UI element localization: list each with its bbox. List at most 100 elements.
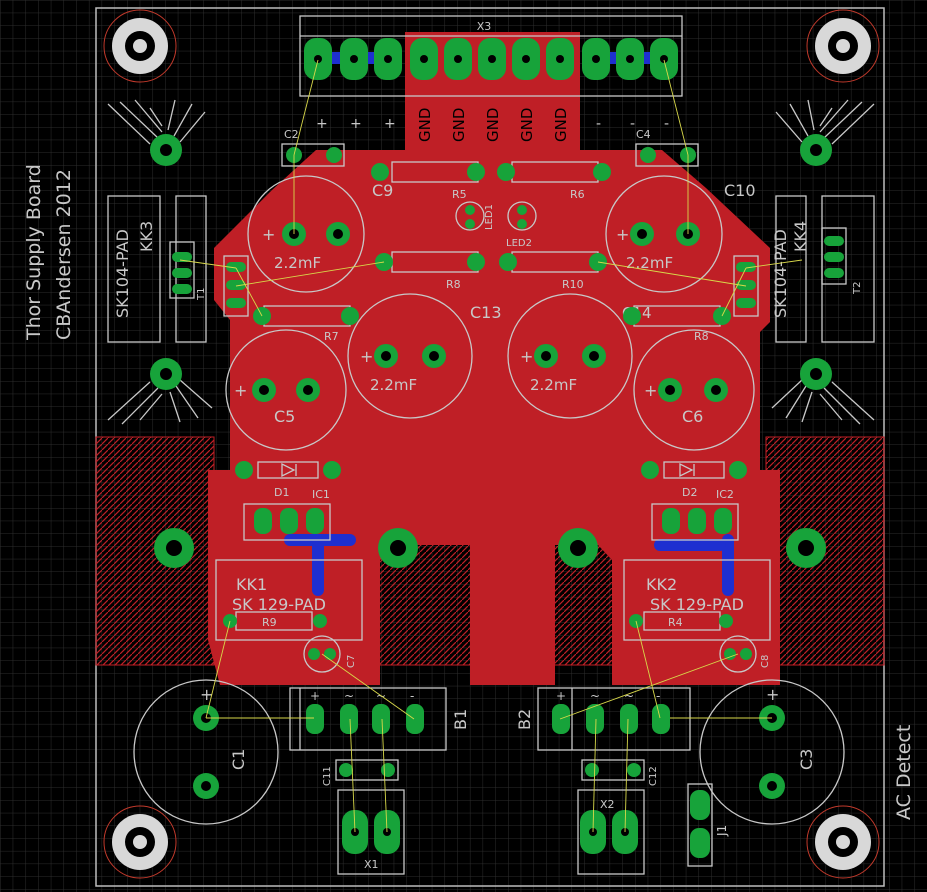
ic2[interactable]: IC2	[651, 488, 739, 541]
kk1-type: SK 129-PAD	[232, 595, 326, 614]
heatsink-kk2[interactable]: KK2 SK 129-PAD	[558, 528, 826, 641]
ic2-label: IC2	[716, 488, 734, 501]
t2-label: T2	[852, 282, 863, 295]
mounting-holes	[103, 9, 880, 879]
c2-label: C2	[284, 128, 299, 141]
c3-label: C3	[797, 749, 816, 770]
svg-text:+: +	[262, 225, 275, 244]
kk1-name: KK1	[236, 575, 267, 594]
c6-name: C6	[682, 407, 703, 426]
ic1-label: IC1	[312, 488, 330, 501]
x3-plus-2: +	[350, 116, 362, 132]
kk4-type: SK104-PAD	[771, 229, 790, 318]
cap-c3[interactable]: + C3	[699, 679, 845, 825]
kk4-name: KK4	[791, 221, 810, 252]
b2-label: B2	[515, 709, 534, 730]
b2-pin-2: ~	[590, 689, 600, 703]
b2-pin-3: ~	[624, 689, 634, 703]
cap-c14[interactable]: + 2.2mF C14	[507, 293, 652, 419]
x3-plus-3: +	[384, 116, 396, 132]
c10-value: 2.2mF	[626, 254, 673, 272]
cap-c13[interactable]: + 2.2mF C13	[347, 293, 502, 419]
resistor-r8-right[interactable]: R8	[623, 305, 731, 343]
board-title: Thor Supply Board	[23, 164, 45, 341]
b1-pin-2: ~	[344, 689, 354, 703]
heatsink-kk4[interactable]: SK104-PAD KK4	[771, 99, 875, 425]
cap-c2[interactable]: C2	[281, 128, 345, 167]
resistor-r8-top[interactable]: R8	[375, 251, 485, 291]
r8-label: R8	[446, 278, 461, 291]
bridge-b1[interactable]: + ~ ~ - B1	[289, 687, 470, 751]
svg-text:+: +	[766, 685, 779, 704]
resistor-r4[interactable]: R4	[629, 611, 733, 631]
c11-label: C11	[322, 766, 333, 786]
led2-label: LED2	[506, 238, 532, 249]
cap-c5[interactable]: + C5	[225, 329, 347, 451]
r7-label: R7	[324, 330, 339, 343]
resistor-r9[interactable]: R9	[223, 611, 327, 631]
resistor-r6[interactable]: R6	[497, 161, 611, 201]
led1-label: LED1	[484, 204, 495, 230]
bridge-b2[interactable]: + ~ ~ - B2	[515, 687, 691, 751]
cap-c12[interactable]: C12	[581, 759, 659, 786]
j1-label: J1	[715, 825, 729, 837]
c13-value: 2.2mF	[370, 376, 417, 394]
diode-d2[interactable]: D2	[641, 461, 747, 499]
kk2-name: KK2	[646, 575, 677, 594]
svg-text:+: +	[200, 685, 213, 704]
r10-label: R10	[562, 278, 584, 291]
resistor-r5[interactable]: R5	[371, 161, 485, 201]
c1-label: C1	[229, 749, 248, 770]
connector-x3[interactable]: X3 GND GND GND GND GND + + + - - -	[299, 15, 683, 142]
c13-name: C13	[470, 303, 502, 322]
c5-name: C5	[274, 407, 295, 426]
svg-text:+: +	[520, 347, 533, 366]
heatsink-kk1[interactable]: KK1 SK 129-PAD	[154, 528, 418, 641]
diode-d1[interactable]: D1	[235, 461, 341, 499]
cap-c10[interactable]: + 2.2mF C10	[605, 175, 756, 293]
resistor-r10[interactable]: R10	[499, 251, 607, 291]
cap-c6[interactable]: + C6	[633, 329, 755, 451]
ac-detect-label: AC Detect	[893, 725, 915, 820]
r6-label: R6	[570, 188, 585, 201]
svg-text:+: +	[616, 225, 629, 244]
transistor-t1[interactable]: T1	[169, 241, 207, 301]
kk2-type: SK 129-PAD	[650, 595, 744, 614]
t1-label: T1	[196, 288, 207, 301]
c12-label: C12	[648, 766, 659, 786]
c8-label: C8	[760, 655, 771, 668]
c7-label: C7	[346, 655, 357, 668]
kk3-type: SK104-PAD	[113, 229, 132, 318]
c14-value: 2.2mF	[530, 376, 577, 394]
b1-pin-4: -	[410, 689, 414, 703]
svg-text:+: +	[360, 347, 373, 366]
c10-name: C10	[724, 181, 756, 200]
transistor-t2[interactable]: T2	[821, 227, 863, 295]
x2-label: X2	[600, 798, 615, 811]
x3-label: X3	[477, 20, 492, 33]
r5-label: R5	[452, 188, 467, 201]
c9-name: C9	[372, 181, 393, 200]
x1-label: X1	[364, 858, 379, 871]
d2-label: D2	[682, 486, 697, 499]
x3-gnd-1: GND	[416, 108, 434, 142]
x3-gnd-5: GND	[552, 108, 570, 142]
led2[interactable]: LED2	[506, 201, 537, 249]
r4-label: R4	[668, 616, 683, 629]
small-ic-left[interactable]	[223, 255, 249, 317]
small-ic-right[interactable]	[733, 255, 759, 317]
cap-c8[interactable]: C8	[719, 635, 771, 673]
heatsink-kk3[interactable]: SK104-PAD KK3	[107, 99, 213, 425]
led1[interactable]: LED1	[455, 201, 495, 231]
ic1[interactable]: IC1	[243, 488, 331, 541]
x3-minus-1: -	[596, 116, 601, 132]
copper-pour	[208, 32, 780, 685]
airwires	[179, 59, 803, 833]
d1-label: D1	[274, 486, 289, 499]
c4-label: C4	[636, 128, 651, 141]
c9-value: 2.2mF	[274, 254, 321, 272]
x3-minus-3: -	[664, 116, 669, 132]
connector-j1[interactable]: J1	[687, 783, 729, 867]
b1-label: B1	[451, 709, 470, 730]
